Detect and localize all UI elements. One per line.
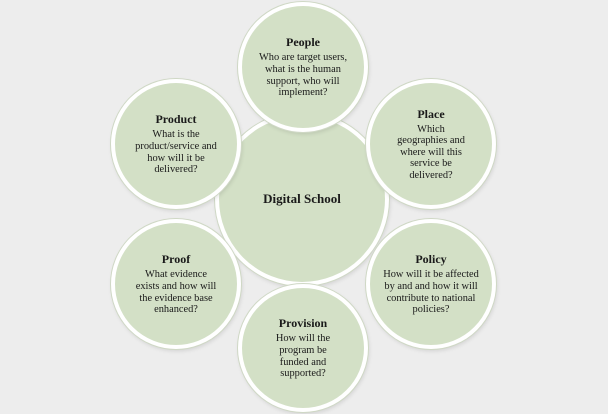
proof-description: What evidence exists and how will the ev… xyxy=(135,269,217,316)
center-circle-digital-school: Digital School xyxy=(215,112,389,286)
place-title: Place xyxy=(417,106,445,121)
center-title: Digital School xyxy=(263,191,341,206)
proof-title: Proof xyxy=(161,252,191,267)
policy-title: Policy xyxy=(415,252,447,267)
provision-description: How will the program be funded and suppo… xyxy=(275,333,331,380)
circle-product: Product What is the product/service and … xyxy=(111,79,241,209)
product-description: What is the product/service and how will… xyxy=(135,129,217,176)
circle-provision: Provision How will the program be funded… xyxy=(238,284,368,412)
people-title: People xyxy=(286,35,320,50)
place-description: Which geographies and where will this se… xyxy=(397,123,465,181)
circle-people: People Who are target users, what is the… xyxy=(238,2,368,132)
circle-place: Place Which geographies and where will t… xyxy=(366,79,496,209)
people-description: Who are target users, what is the human … xyxy=(258,52,348,99)
provision-title: Provision xyxy=(278,316,328,331)
policy-description: How will it be affected by and and how i… xyxy=(383,269,479,316)
product-title: Product xyxy=(155,112,197,127)
circle-proof: Proof What evidence exists and how will … xyxy=(111,219,241,349)
circle-policy: Policy How will it be affected by and an… xyxy=(366,219,496,349)
